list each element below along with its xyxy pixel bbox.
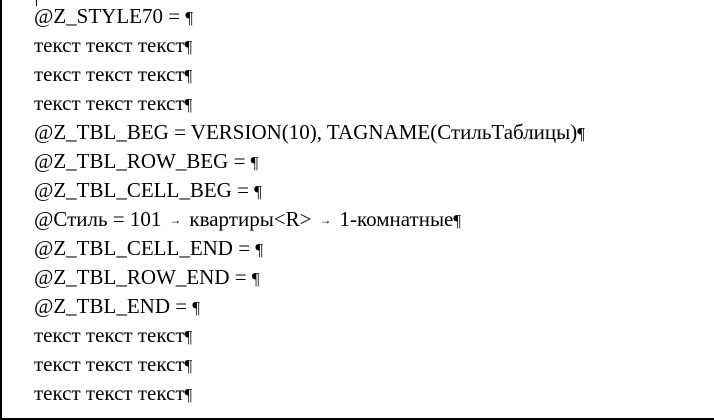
line-text: текст текст текст (34, 91, 185, 115)
line-text-cell-1: квартиры<R> (189, 207, 312, 231)
line-text: текст текст текст (34, 381, 185, 405)
paragraph-line: текст текст текст¶ (34, 89, 710, 118)
paragraph-line: @Z_TBL_CELL_END = ¶ (34, 234, 710, 263)
line-text: текст текст текст (34, 62, 185, 86)
pilcrow-icon: ¶ (453, 211, 462, 230)
pilcrow-icon: ¶ (184, 37, 193, 56)
paragraph-line: @Z_STYLE70 = ¶ (34, 2, 710, 31)
paragraph-line: @Стиль = 101 → квартиры<R> → 1-комнатные¶ (34, 205, 710, 234)
text-cursor (36, 0, 37, 6)
pilcrow-icon: ¶ (250, 153, 259, 172)
line-text: текст текст текст (34, 352, 185, 376)
line-text: @Z_TBL_CELL_END = (34, 236, 256, 260)
paragraph-line: текст текст текст¶ (34, 350, 710, 379)
paragraph-line: @Z_TBL_CELL_BEG = ¶ (34, 176, 710, 205)
paragraph-line: текст текст текст¶ (34, 379, 710, 408)
pilcrow-icon: ¶ (184, 385, 193, 404)
paragraph-line: текст текст текст¶ (34, 321, 710, 350)
line-text: @Z_TBL_CELL_BEG = (34, 178, 255, 202)
pilcrow-icon: ¶ (251, 269, 260, 288)
paragraph-line: @Z_TBL_ROW_BEG = ¶ (34, 147, 710, 176)
pilcrow-icon: ¶ (184, 356, 193, 375)
paragraph-line: текст текст текст¶ (34, 60, 710, 89)
paragraph-line: @Z_TBL_END = ¶ (34, 292, 710, 321)
page-left-border (0, 0, 2, 420)
line-text-style: @Стиль = 101 (34, 207, 162, 231)
pilcrow-icon: ¶ (184, 327, 193, 346)
tab-arrow-icon: → (319, 213, 332, 227)
pilcrow-icon: ¶ (192, 298, 201, 317)
line-text: @Z_TBL_ROW_END = (34, 265, 252, 289)
line-text: @Z_TBL_BEG = VERSION(10), TAGNAME(СтильТ… (34, 120, 578, 144)
pilcrow-icon: ¶ (255, 240, 264, 259)
line-text: @Z_TBL_END = (34, 294, 193, 318)
document-text-area[interactable]: @Z_STYLE70 = ¶ текст текст текст¶ текст … (34, 2, 710, 408)
paragraph-line: @Z_TBL_ROW_END = ¶ (34, 263, 710, 292)
line-text: текст текст текст (34, 33, 185, 57)
pilcrow-icon: ¶ (184, 66, 193, 85)
paragraph-line: текст текст текст¶ (34, 31, 710, 60)
paragraph-line: @Z_TBL_BEG = VERSION(10), TAGNAME(СтильТ… (34, 118, 710, 147)
tab-arrow-icon: → (169, 213, 182, 227)
pilcrow-icon: ¶ (254, 182, 262, 201)
line-text: текст текст текст (34, 323, 185, 347)
line-text: @Z_STYLE70 = (34, 4, 186, 28)
line-text-cell-2: 1-комнатные (339, 207, 454, 231)
pilcrow-icon: ¶ (577, 124, 585, 143)
pilcrow-icon: ¶ (185, 8, 194, 27)
line-text: @Z_TBL_ROW_BEG = (34, 149, 251, 173)
pilcrow-icon: ¶ (184, 95, 193, 114)
page-bottom-border (0, 418, 714, 420)
